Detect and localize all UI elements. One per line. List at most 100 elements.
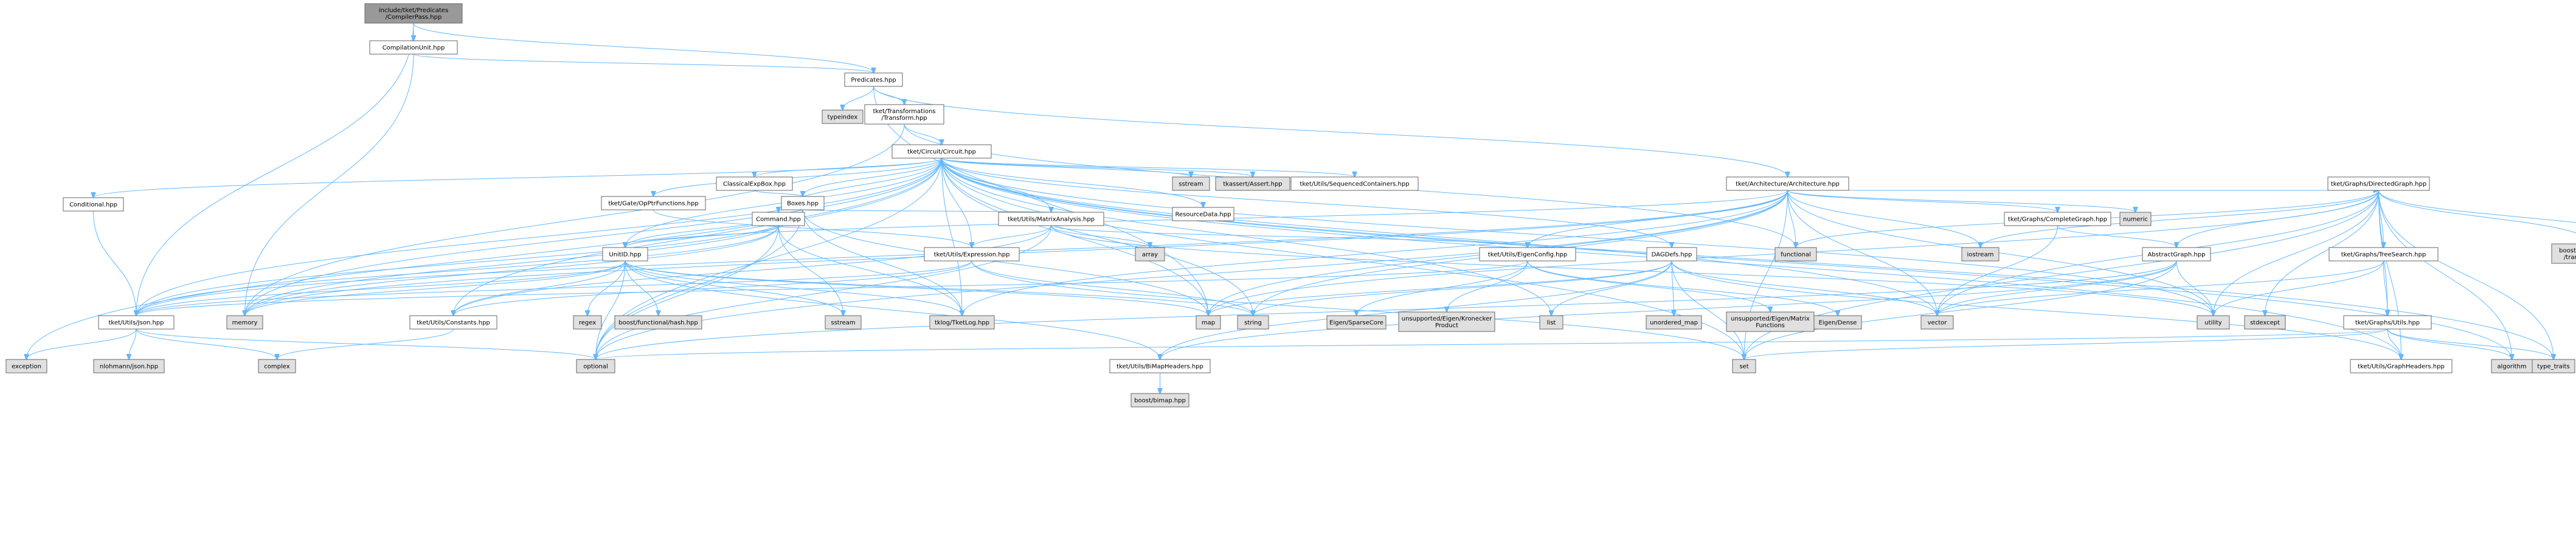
node-iostream[interactable]: iostream bbox=[1961, 247, 2000, 262]
node-optional[interactable]: optional bbox=[576, 359, 615, 373]
node-arch-box bbox=[1726, 176, 1849, 191]
node-functional[interactable]: functional bbox=[1774, 247, 1817, 262]
node-abstractgraph[interactable]: AbstractGraph.hpp bbox=[2142, 247, 2211, 262]
node-boxes[interactable]: Boxes.hpp bbox=[781, 196, 825, 210]
node-bimapheaders[interactable]: tket/Utils/BiMapHeaders.hpp bbox=[1109, 359, 1211, 373]
node-stdexcept[interactable]: stdexcept bbox=[2244, 315, 2286, 330]
node-command[interactable]: Command.hpp bbox=[752, 212, 805, 226]
node-typetraits[interactable]: type_traits bbox=[2532, 359, 2575, 373]
node-utility[interactable]: utility bbox=[2197, 315, 2230, 330]
node-set[interactable]: set bbox=[1732, 359, 1756, 373]
node-constants[interactable]: tket/Utils/Constants.hpp bbox=[409, 315, 497, 330]
edge-abstractgraph-to-utility bbox=[2176, 260, 2214, 316]
node-treesearch[interactable]: tket/Graphs/TreeSearch.hpp bbox=[2328, 247, 2439, 262]
edge-unitid-to-hash bbox=[625, 260, 659, 316]
node-graphutils[interactable]: tket/Graphs/Utils.hpp bbox=[2343, 315, 2432, 330]
node-eigendense-box bbox=[1813, 315, 1862, 330]
node-bimap[interactable]: boost/bimap.hpp bbox=[1130, 393, 1189, 408]
node-circuit[interactable]: tket/Circuit/Circuit.hpp bbox=[892, 144, 992, 159]
node-memory[interactable]: memory bbox=[226, 315, 263, 330]
node-layer: include/tket/Predicates/CompilerPass.hpp… bbox=[5, 3, 2576, 408]
node-vector[interactable]: vector bbox=[1920, 315, 1954, 330]
node-nlohmann-box bbox=[93, 359, 165, 373]
edge-circuit-to-tketlog bbox=[941, 158, 963, 316]
node-resdata[interactable]: ResourceData.hpp bbox=[1172, 207, 1234, 221]
node-sstream2[interactable]: sstream bbox=[825, 315, 862, 330]
node-matrix-label: tket/Utils/MatrixAnalysis.hpp bbox=[1008, 217, 1095, 223]
edge-unitid-to-tketlog bbox=[625, 260, 962, 316]
edge-arch-to-eigenconfig bbox=[1528, 190, 1788, 248]
edge-abstractgraph-to-vector bbox=[1937, 260, 2177, 316]
edge-expression-to-string bbox=[971, 260, 1253, 316]
node-complex[interactable]: complex bbox=[258, 359, 296, 373]
node-array[interactable]: array bbox=[1135, 247, 1165, 262]
node-seqcont[interactable]: tket/Utils/SequencedContainers.hpp bbox=[1290, 176, 1419, 191]
node-sstream1[interactable]: sstream bbox=[1172, 176, 1210, 191]
node-rangeadaptor[interactable]: boost/range/adaptor/transformed.hpp bbox=[2551, 243, 2576, 264]
node-kronecker-label: unsupported/Eigen/Kronecker bbox=[1402, 316, 1492, 322]
node-map[interactable]: map bbox=[1196, 315, 1221, 330]
node-eigensparse[interactable]: Eigen/SparseCore bbox=[1326, 315, 1387, 330]
node-compinit[interactable]: CompilationUnit.hpp bbox=[369, 40, 458, 55]
node-hash[interactable]: boost/functional/hash.hpp bbox=[614, 315, 702, 330]
node-utility-box bbox=[2197, 315, 2230, 330]
node-assert[interactable]: tkassert/Assert.hpp bbox=[1215, 176, 1290, 191]
node-matrix[interactable]: tket/Utils/MatrixAnalysis.hpp bbox=[998, 212, 1104, 226]
edge-boxes-to-json bbox=[136, 209, 803, 316]
node-tketlog[interactable]: tklog/TketLog.hpp bbox=[929, 315, 995, 330]
node-predicates-box bbox=[844, 72, 903, 87]
edge-command-to-json bbox=[136, 225, 779, 316]
node-classicalexp[interactable]: ClassicalExpBox.hpp bbox=[716, 176, 793, 191]
node-oppt[interactable]: tket/Gate/OpPtrFunctions.hpp bbox=[601, 196, 706, 210]
node-exception[interactable]: exception bbox=[5, 359, 47, 373]
node-unorderedmap[interactable]: unordered_map bbox=[1646, 315, 1702, 330]
node-string[interactable]: string bbox=[1237, 315, 1269, 330]
node-root-label: /CompilerPass.hpp bbox=[386, 14, 442, 21]
node-algorithm[interactable]: algorithm bbox=[2491, 359, 2533, 373]
node-typeindex[interactable]: typeindex bbox=[822, 109, 864, 124]
node-bimap-box bbox=[1130, 393, 1189, 408]
node-matrixfunc-label: Functions bbox=[1756, 322, 1785, 329]
node-boxes-box bbox=[781, 196, 825, 210]
edge-dagdefs-to-vector bbox=[1671, 260, 1937, 316]
node-numeric[interactable]: numeric bbox=[2119, 212, 2152, 226]
node-arch[interactable]: tket/Architecture/Architecture.hpp bbox=[1726, 176, 1849, 191]
node-rangeadaptor-box bbox=[2551, 243, 2576, 264]
edge-matrix-to-eigenconfig bbox=[1051, 225, 1528, 248]
node-expression[interactable]: tket/Utils/Expression.hpp bbox=[924, 247, 1020, 262]
node-sstream1-box bbox=[1172, 176, 1210, 191]
node-nlohmann[interactable]: nlohmann/json.hpp bbox=[93, 359, 165, 373]
node-map-box bbox=[1196, 315, 1221, 330]
edge-circuit-to-map bbox=[941, 158, 1209, 316]
node-predicates[interactable]: Predicates.hpp bbox=[844, 72, 903, 87]
node-eigendense[interactable]: Eigen/Dense bbox=[1813, 315, 1862, 330]
node-list[interactable]: list bbox=[1539, 315, 1563, 330]
edge-directedgraph-to-stdexcept bbox=[2265, 190, 2379, 316]
node-unorderedmap-box bbox=[1646, 315, 1702, 330]
edge-json-to-nlohmann bbox=[129, 328, 137, 359]
edge-abstractgraph-to-bimapheaders bbox=[1160, 260, 2177, 359]
node-directedgraph[interactable]: tket/Graphs/DirectedGraph.hpp bbox=[2327, 176, 2430, 191]
edge-dagdefs-to-list bbox=[1551, 260, 1672, 316]
node-json[interactable]: tket/Utils/Json.hpp bbox=[98, 315, 175, 330]
edge-matrix-to-utility bbox=[1051, 225, 2214, 316]
node-exception-box bbox=[5, 359, 47, 373]
node-numeric-box bbox=[2119, 212, 2152, 226]
node-completegraph[interactable]: tket/Graphs/CompleteGraph.hpp bbox=[2004, 212, 2111, 226]
node-conditional[interactable]: Conditional.hpp bbox=[63, 197, 124, 212]
edge-json-to-exception bbox=[27, 328, 137, 359]
edge-circuit-to-expression bbox=[941, 158, 972, 248]
edge-directedgraph-to-algorithm bbox=[2378, 190, 2512, 359]
edge-circuit-to-dagdefs bbox=[941, 158, 1672, 248]
node-treesearch-label: tket/Graphs/TreeSearch.hpp bbox=[2341, 252, 2426, 258]
node-transform[interactable]: tket/Transformations/Transform.hpp bbox=[864, 104, 944, 125]
node-unitid[interactable]: UnitID.hpp bbox=[602, 247, 648, 262]
edge-transform-to-circuit bbox=[904, 123, 942, 145]
node-root[interactable]: include/tket/Predicates/CompilerPass.hpp bbox=[364, 3, 463, 24]
node-graphheaders[interactable]: tket/Utils/GraphHeaders.hpp bbox=[2350, 359, 2453, 373]
node-dagdefs[interactable]: DAGDefs.hpp bbox=[1646, 247, 1697, 262]
node-eigenconfig[interactable]: tket/Utils/EigenConfig.hpp bbox=[1479, 247, 1576, 262]
node-regex[interactable]: regex bbox=[573, 315, 602, 330]
